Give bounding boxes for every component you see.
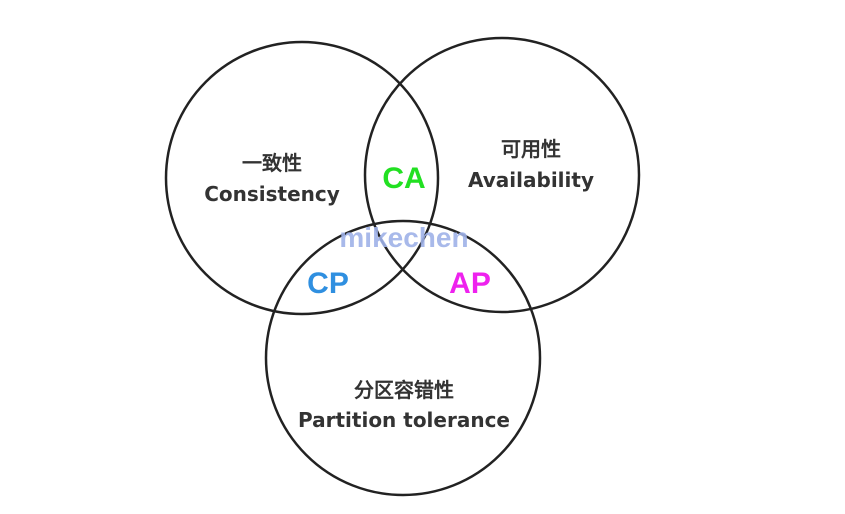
availability-label-zh: 可用性: [501, 137, 561, 161]
intersection-label-ca: CA: [382, 162, 425, 195]
intersection-label-ap: AP: [449, 267, 491, 300]
consistency-label-zh: 一致性: [242, 151, 302, 175]
watermark: mikechen: [339, 222, 468, 253]
circle-consistency: [164, 40, 440, 316]
circle-partition-tolerance: [264, 219, 542, 497]
intersection-label-cp: CP: [307, 267, 349, 300]
circle-availability: [363, 36, 641, 314]
availability-label-en: Availability: [468, 168, 594, 192]
partition-label-en: Partition tolerance: [298, 408, 510, 432]
consistency-label-en: Consistency: [204, 182, 340, 206]
partition-label-zh: 分区容错性: [354, 378, 454, 402]
